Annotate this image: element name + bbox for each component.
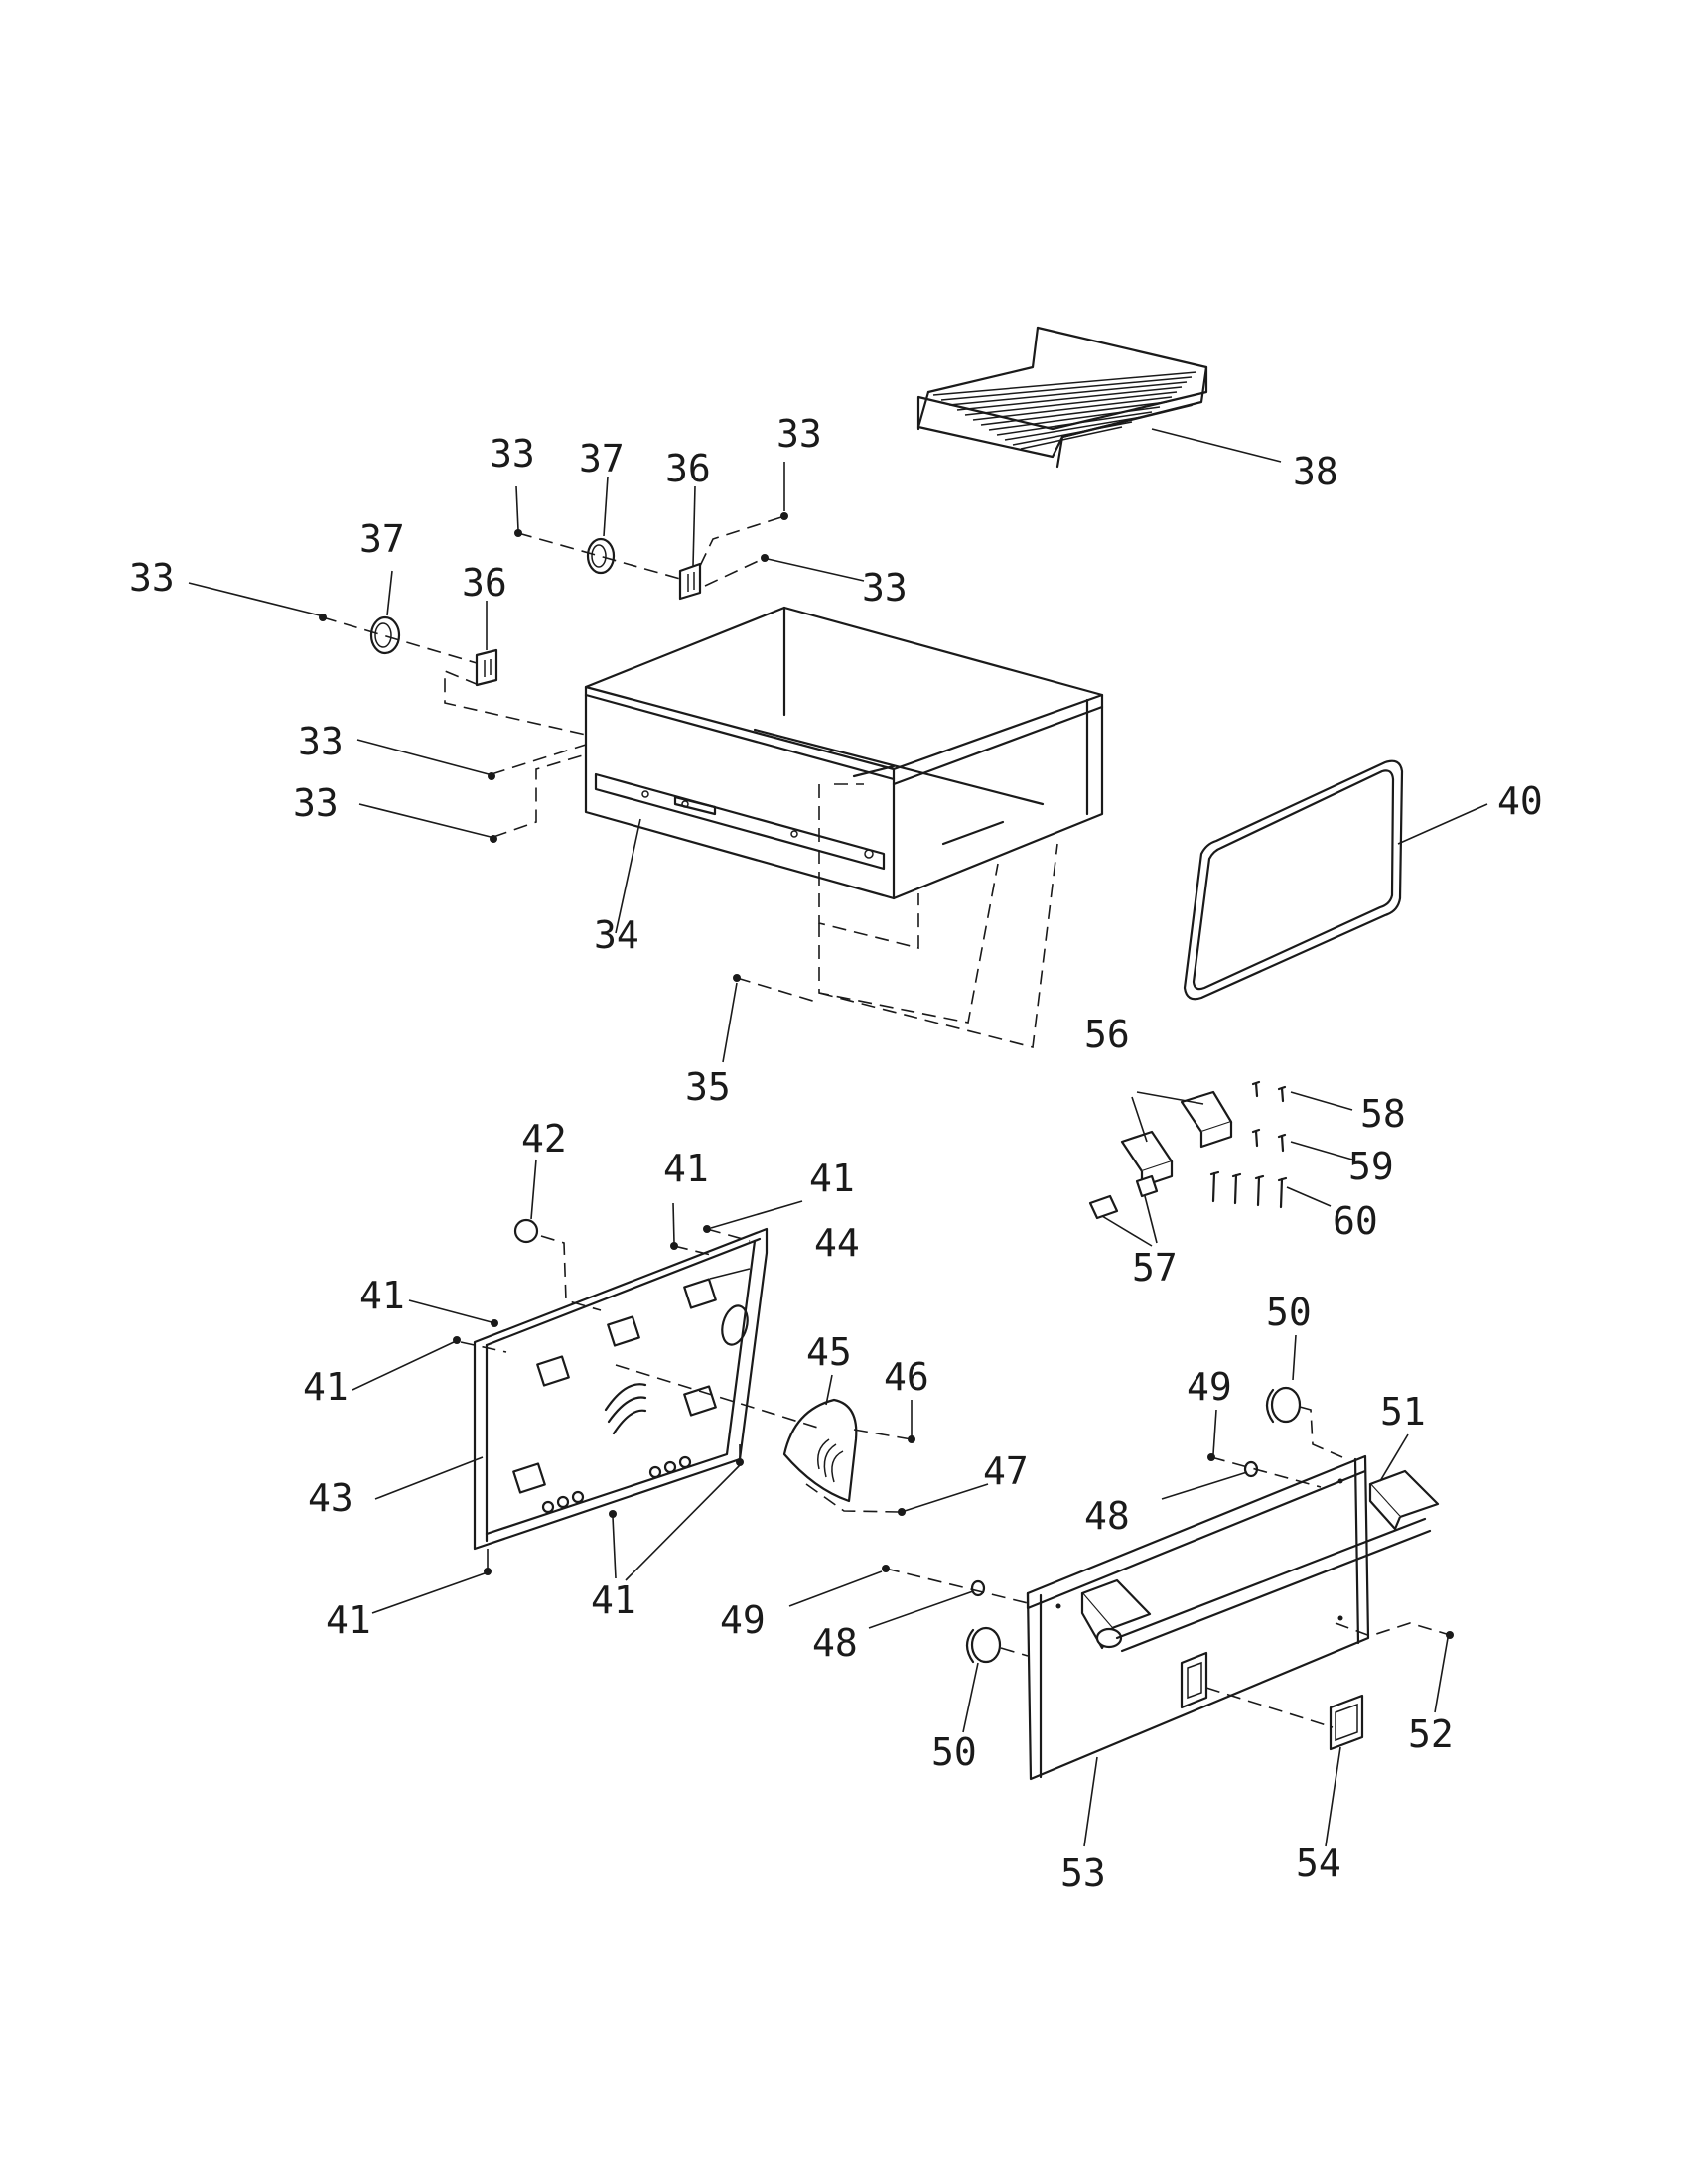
part-54-display xyxy=(1329,1694,1364,1751)
callout-41: 41 xyxy=(591,1578,636,1622)
callout-49: 49 xyxy=(720,1598,766,1642)
callout-51: 51 xyxy=(1380,1390,1426,1433)
callout-46: 46 xyxy=(884,1355,929,1399)
callout-33: 33 xyxy=(293,781,339,825)
callout-48: 48 xyxy=(812,1621,858,1665)
callout-37: 37 xyxy=(579,437,625,480)
part-36-left-bracket xyxy=(475,648,498,687)
part-36-upper-bracket xyxy=(678,562,702,601)
part-50-upper-spacer xyxy=(1265,1386,1302,1424)
callout-33: 33 xyxy=(776,412,822,456)
callout-50: 50 xyxy=(931,1730,977,1774)
parts-58-59-60-screws xyxy=(1209,1080,1288,1209)
part-56-brackets xyxy=(1120,1090,1233,1188)
part-50-lower-spacer xyxy=(965,1626,1002,1664)
callout-41: 41 xyxy=(663,1147,709,1190)
callout-42: 42 xyxy=(521,1117,567,1160)
callout-58: 58 xyxy=(1360,1092,1406,1136)
callout-59: 59 xyxy=(1348,1145,1394,1188)
callout-48: 48 xyxy=(1084,1494,1130,1538)
part-34-drawer-box xyxy=(584,606,1104,900)
callout-37: 37 xyxy=(359,517,405,561)
callout-56: 56 xyxy=(1084,1013,1130,1056)
callout-49: 49 xyxy=(1187,1365,1232,1409)
part-38-wire-rack xyxy=(916,326,1208,469)
callout-57: 57 xyxy=(1132,1246,1178,1290)
callout-52: 52 xyxy=(1408,1712,1454,1756)
part-51-handle xyxy=(1080,1469,1440,1653)
callout-36: 36 xyxy=(462,561,507,605)
callout-53: 53 xyxy=(1060,1851,1106,1895)
callout-33: 33 xyxy=(298,720,344,763)
callout-33: 33 xyxy=(129,556,175,600)
callout-41: 41 xyxy=(359,1274,405,1317)
part-48-lower-washer xyxy=(970,1579,986,1597)
part-48-upper-washer xyxy=(1243,1460,1259,1478)
callout-54: 54 xyxy=(1296,1842,1341,1885)
callout-50: 50 xyxy=(1266,1291,1312,1334)
callout-33: 33 xyxy=(862,566,908,610)
callout-44: 44 xyxy=(814,1221,860,1265)
part-42-knob xyxy=(513,1218,539,1244)
callout-33: 33 xyxy=(490,432,535,476)
callout-36: 36 xyxy=(665,447,711,490)
callout-43: 43 xyxy=(308,1476,353,1520)
part-53-door-panel xyxy=(1026,1454,1370,1781)
callout-41: 41 xyxy=(809,1157,855,1200)
callout-38: 38 xyxy=(1293,450,1338,493)
callout-45: 45 xyxy=(806,1330,852,1374)
callout-47: 47 xyxy=(983,1449,1029,1493)
callout-41: 41 xyxy=(303,1365,349,1409)
callout-41: 41 xyxy=(326,1598,371,1642)
part-40-gasket xyxy=(1183,759,1404,1001)
drawer-fastener-lines xyxy=(733,783,1058,1049)
part-37-left-roller xyxy=(369,615,401,655)
callout-labels: 33 37 36 33 33 33 37 36 33 33 38 34 35 4… xyxy=(129,412,1543,1895)
callout-40: 40 xyxy=(1497,779,1543,823)
callout-60: 60 xyxy=(1333,1199,1378,1243)
callout-34: 34 xyxy=(594,913,639,957)
part-57-brackets xyxy=(1088,1174,1159,1220)
part-45-cover xyxy=(782,1398,858,1503)
part-37-upper-roller xyxy=(586,537,616,575)
callout-35: 35 xyxy=(685,1065,731,1109)
part-43-control-panel xyxy=(473,1227,769,1551)
